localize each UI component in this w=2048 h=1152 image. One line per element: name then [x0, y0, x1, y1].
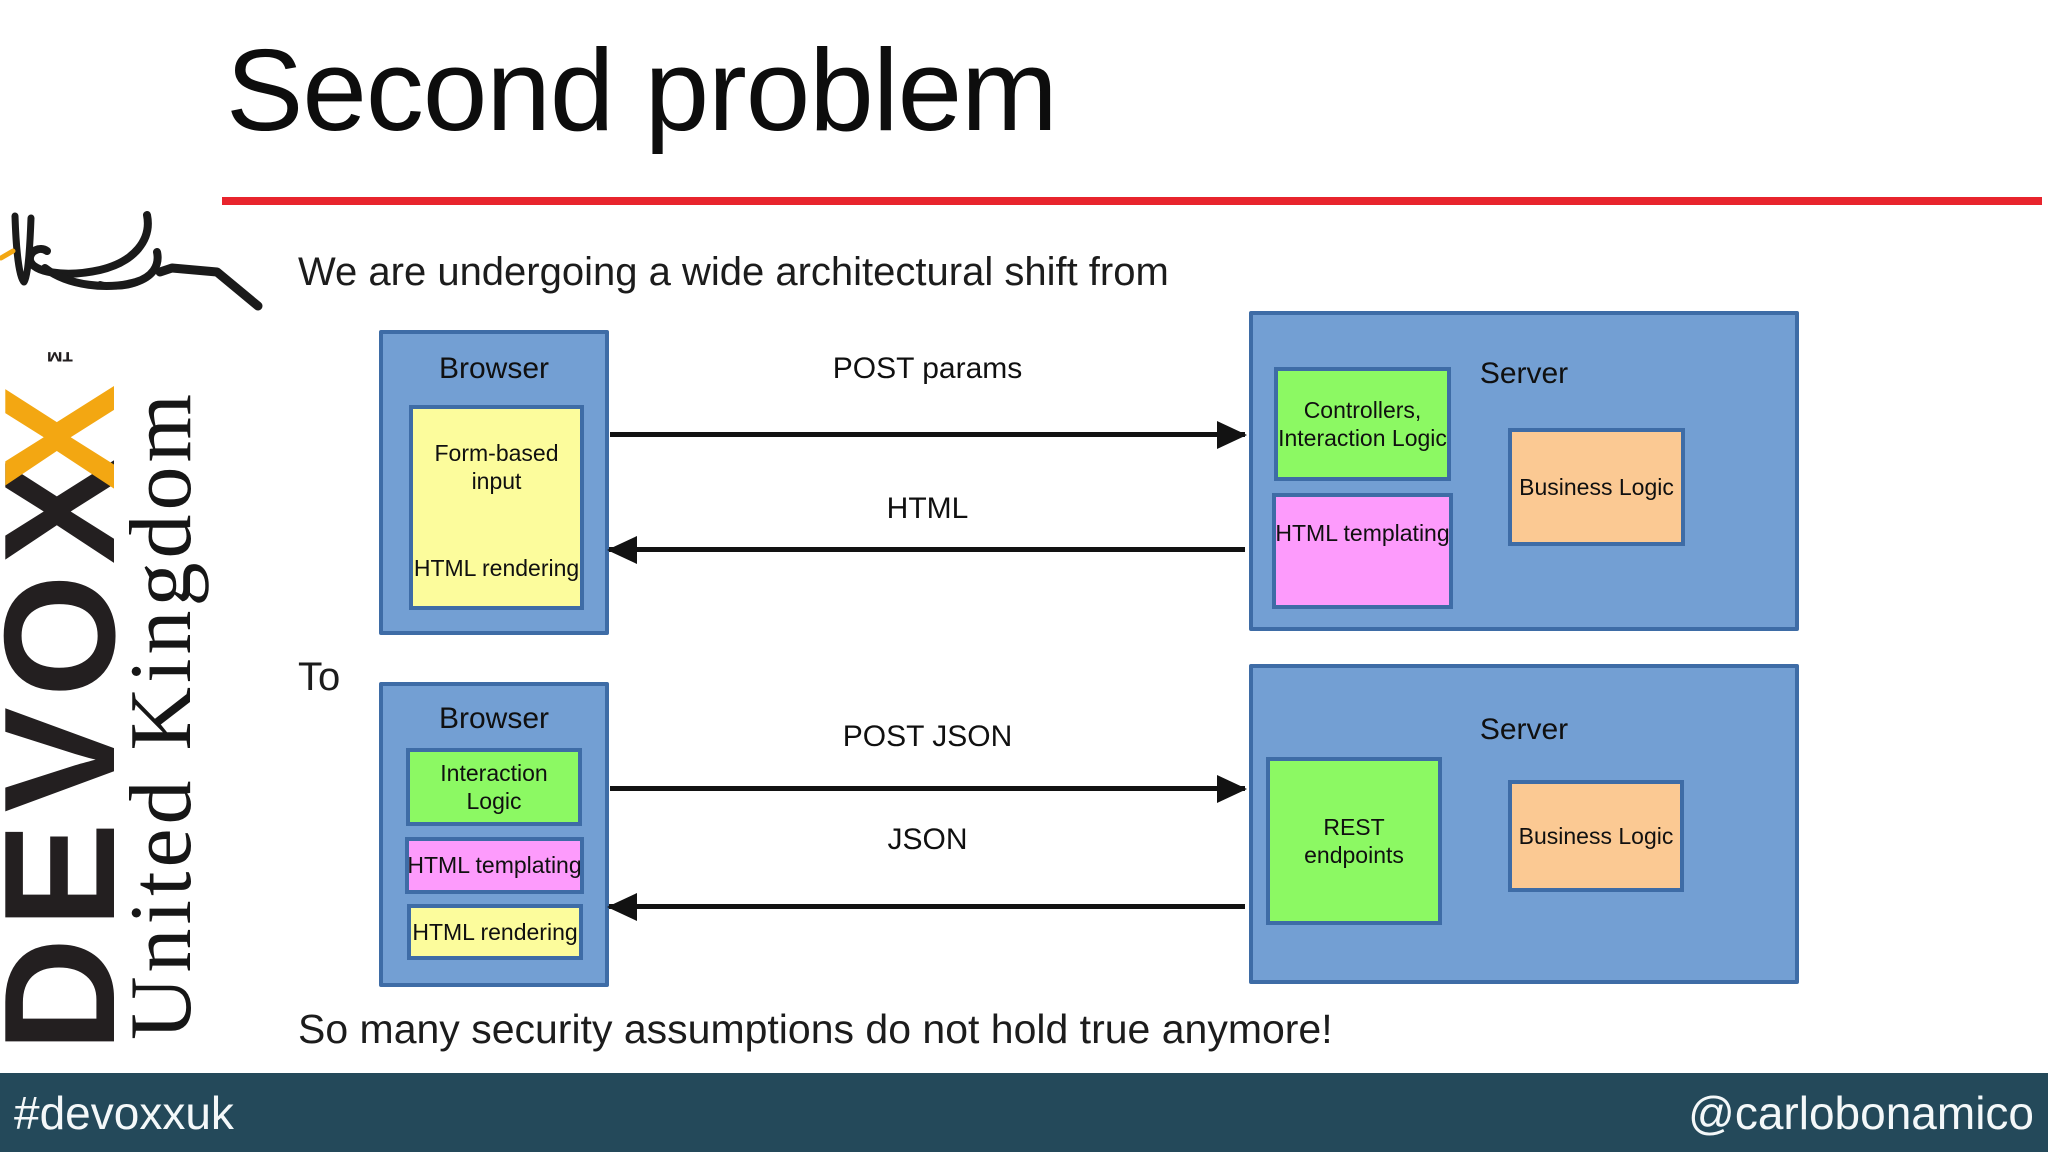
module-label-html-rendering: HTML rendering — [412, 918, 578, 945]
devoxx-region-label: United Kingdom — [113, 390, 210, 1040]
after-browser-panel: Browser Interaction Logic HTML templatin… — [379, 682, 609, 987]
panel-title-browser: Browser — [438, 702, 550, 735]
panel-title-server: Server — [1479, 713, 1569, 746]
module-business-logic: Business Logic — [1508, 780, 1684, 892]
arrow-html-response — [609, 547, 1245, 552]
transition-label: To — [298, 655, 341, 699]
module-interaction-logic: Interaction Logic — [406, 748, 582, 826]
after-server-panel: Server REST endpoints Business Logic — [1249, 664, 1799, 984]
module-controllers: Controllers, Interaction Logic — [1274, 367, 1451, 481]
before-server-panel: Server Controllers, Interaction Logic HT… — [1249, 311, 1799, 631]
module-label-interaction-logic: Interaction Logic — [440, 759, 548, 814]
module-label-html-templating: HTML templating — [407, 852, 582, 879]
module-label-rest-endpoints: REST endpoints — [1304, 813, 1404, 868]
module-label-form-input: Form-based input — [434, 440, 559, 495]
conclusion-text: So many security assumptions do not hold… — [298, 1006, 1333, 1052]
panel-title-server: Server — [1479, 357, 1569, 390]
before-browser-panel: Browser Form-based input HTML rendering — [379, 330, 609, 635]
module-rest-endpoints: REST endpoints — [1266, 757, 1442, 925]
module-business-logic: Business Logic — [1508, 428, 1685, 546]
subtitle: We are undergoing a wide architectural s… — [298, 250, 1169, 294]
module-form-input-and-rendering: Form-based input HTML rendering — [409, 405, 584, 610]
arrow-json-response — [609, 904, 1245, 909]
title-underline — [222, 197, 2042, 205]
page-title: Second problem — [226, 25, 1058, 155]
module-label-controllers: Controllers, Interaction Logic — [1278, 396, 1447, 451]
module-html-rendering: HTML rendering — [407, 904, 583, 960]
module-html-templating: HTML templating — [405, 837, 584, 894]
flow-label-html: HTML — [886, 492, 969, 525]
flow-label-post-json: POST JSON — [842, 720, 1013, 753]
module-label-business-logic: Business Logic — [1519, 473, 1674, 500]
footer-hashtag: #devoxxuk — [14, 1086, 234, 1139]
flow-label-post-params: POST params — [832, 352, 1023, 385]
panel-title-browser: Browser — [438, 352, 550, 385]
arrow-post-json — [610, 786, 1245, 791]
module-html-templating: HTML templating — [1272, 493, 1453, 609]
flow-label-json: JSON — [887, 823, 968, 856]
devoxx-mascot-outline-icon — [0, 211, 263, 311]
arrow-post-params — [610, 432, 1245, 437]
trademark-symbol: ™ — [43, 333, 76, 367]
footer-bar: #devoxxuk @carlobonamico — [0, 1073, 2048, 1152]
module-label-html-rendering: HTML rendering — [413, 554, 580, 581]
module-label-html-templating: HTML templating — [1275, 520, 1450, 546]
devoxx-wordmark: DEVOXX™ — [0, 334, 148, 1052]
module-label-business-logic: Business Logic — [1518, 822, 1674, 849]
footer-twitter-handle: @carlobonamico — [1688, 1086, 2034, 1139]
